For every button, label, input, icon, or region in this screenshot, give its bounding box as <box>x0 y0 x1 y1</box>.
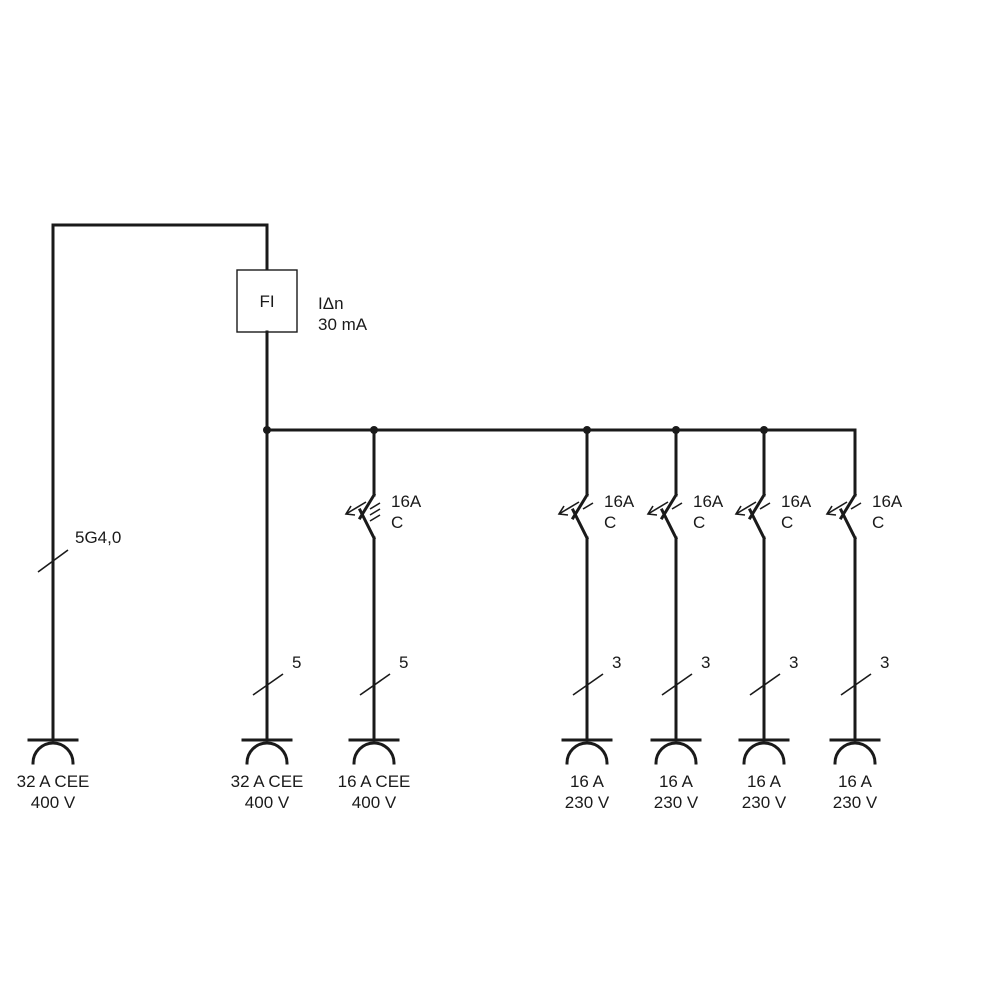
breaker-pole-mark <box>369 508 381 516</box>
breaker-trip-arrow <box>735 501 757 515</box>
breaker-trip-arrowhead <box>557 505 569 516</box>
socket-voltage: 400 V <box>31 793 76 812</box>
breaker-trip-arrow <box>558 501 580 515</box>
breaker-pole-mark <box>759 502 771 510</box>
circuit-inlet: 32 A CEE 400 V <box>17 738 90 812</box>
cable-core-count: 5 <box>292 653 301 672</box>
socket-arc <box>352 741 396 765</box>
breaker-rating: 16A <box>604 492 635 511</box>
circuits-layer: 32 A CEE 400 V 5 32 A CEE 400 V 16A C 5 16 A CEE… <box>17 426 903 812</box>
rcd-rating-line1: IΔn <box>318 294 344 313</box>
breaker-curve: C <box>604 513 616 532</box>
junction-dot <box>672 426 680 434</box>
breaker-trip-arrow <box>826 501 848 515</box>
socket-arc <box>31 741 75 765</box>
breaker-curve: C <box>872 513 884 532</box>
breaker-trip-arrowhead <box>734 505 746 516</box>
junction-dot <box>583 426 591 434</box>
socket-label: 16 A <box>570 772 605 791</box>
socket-label: 32 A CEE <box>17 772 90 791</box>
breaker-blade <box>659 507 679 541</box>
breaker-pole-mark <box>369 502 381 510</box>
breaker-rating: 16A <box>693 492 724 511</box>
socket-symbol <box>348 738 400 765</box>
socket-symbol <box>738 738 790 765</box>
breaker-curve: C <box>391 513 403 532</box>
breaker-trip-arrow <box>345 501 367 515</box>
cable-core-count: 3 <box>789 653 798 672</box>
socket-symbol <box>27 738 79 765</box>
breaker-blade <box>570 507 590 541</box>
cable-core-count: 3 <box>880 653 889 672</box>
socket-symbol <box>650 738 702 765</box>
socket-symbol <box>829 738 881 765</box>
socket-voltage: 230 V <box>565 793 610 812</box>
breaker-curve: C <box>693 513 705 532</box>
cable-core-count: 3 <box>701 653 710 672</box>
cable-core-count: 5 <box>399 653 408 672</box>
socket-arc <box>245 741 289 765</box>
socket-voltage: 400 V <box>352 793 397 812</box>
breaker-blade <box>357 507 377 541</box>
breaker-rating: 16A <box>781 492 812 511</box>
socket-arc <box>565 741 609 765</box>
cable-marker <box>661 673 693 696</box>
circuit-out-32a: 5 32 A CEE 400 V <box>231 426 304 812</box>
breaker-pole-mark <box>582 502 594 510</box>
breaker-rating: 16A <box>391 492 422 511</box>
breaker-pole-mark <box>850 502 862 510</box>
rcd-device: FI IΔn 30 mA <box>236 269 368 334</box>
breaker-blade <box>747 507 767 541</box>
junction-dot <box>370 426 378 434</box>
junction-dot <box>263 426 271 434</box>
breaker-trip-arrowhead <box>344 505 356 516</box>
cable-marker <box>572 673 604 696</box>
feed-wire <box>51 223 269 742</box>
breaker-pole-mark <box>369 514 381 522</box>
breaker-curve: C <box>781 513 793 532</box>
breaker-blade <box>838 507 858 541</box>
socket-label: 16 A <box>838 772 873 791</box>
circuit-out-16a-2: 16A C 3 16 A 230 V <box>646 426 724 812</box>
junction-dot <box>760 426 768 434</box>
cable-marker <box>359 673 391 696</box>
socket-label: 16 A <box>659 772 694 791</box>
socket-symbol <box>241 738 293 765</box>
socket-voltage: 230 V <box>654 793 699 812</box>
socket-voltage: 230 V <box>742 793 787 812</box>
cable-marker <box>252 673 284 696</box>
socket-label: 16 A CEE <box>338 772 411 791</box>
socket-arc <box>742 741 786 765</box>
breaker-trip-arrow <box>647 501 669 515</box>
socket-label: 16 A <box>747 772 782 791</box>
breaker-rating: 16A <box>872 492 903 511</box>
breaker-pole-mark <box>671 502 683 510</box>
circuit-out-16a-cee: 16A C 5 16 A CEE 400 V <box>338 426 422 812</box>
rcd-label: FI <box>259 292 274 311</box>
breaker-trip-arrowhead <box>646 505 658 516</box>
socket-arc <box>833 741 877 765</box>
breaker-trip-arrowhead <box>825 505 837 516</box>
circuit-out-16a-3: 16A C 3 16 A 230 V <box>734 426 812 812</box>
feed-cable-marker: 5G4,0 <box>37 528 121 573</box>
cable-marker <box>749 673 781 696</box>
socket-label: 32 A CEE <box>231 772 304 791</box>
circuit-out-16a-1: 16A C 3 16 A 230 V <box>557 426 635 812</box>
cable-core-count: 3 <box>612 653 621 672</box>
circuit-out-16a-4: 16A C 3 16 A 230 V <box>825 428 903 812</box>
socket-voltage: 400 V <box>245 793 290 812</box>
cable-marker <box>840 673 872 696</box>
socket-voltage: 230 V <box>833 793 878 812</box>
feed-cable-label: 5G4,0 <box>75 528 121 547</box>
rcd-rating-line2: 30 mA <box>318 315 368 334</box>
socket-arc <box>654 741 698 765</box>
socket-symbol <box>561 738 613 765</box>
